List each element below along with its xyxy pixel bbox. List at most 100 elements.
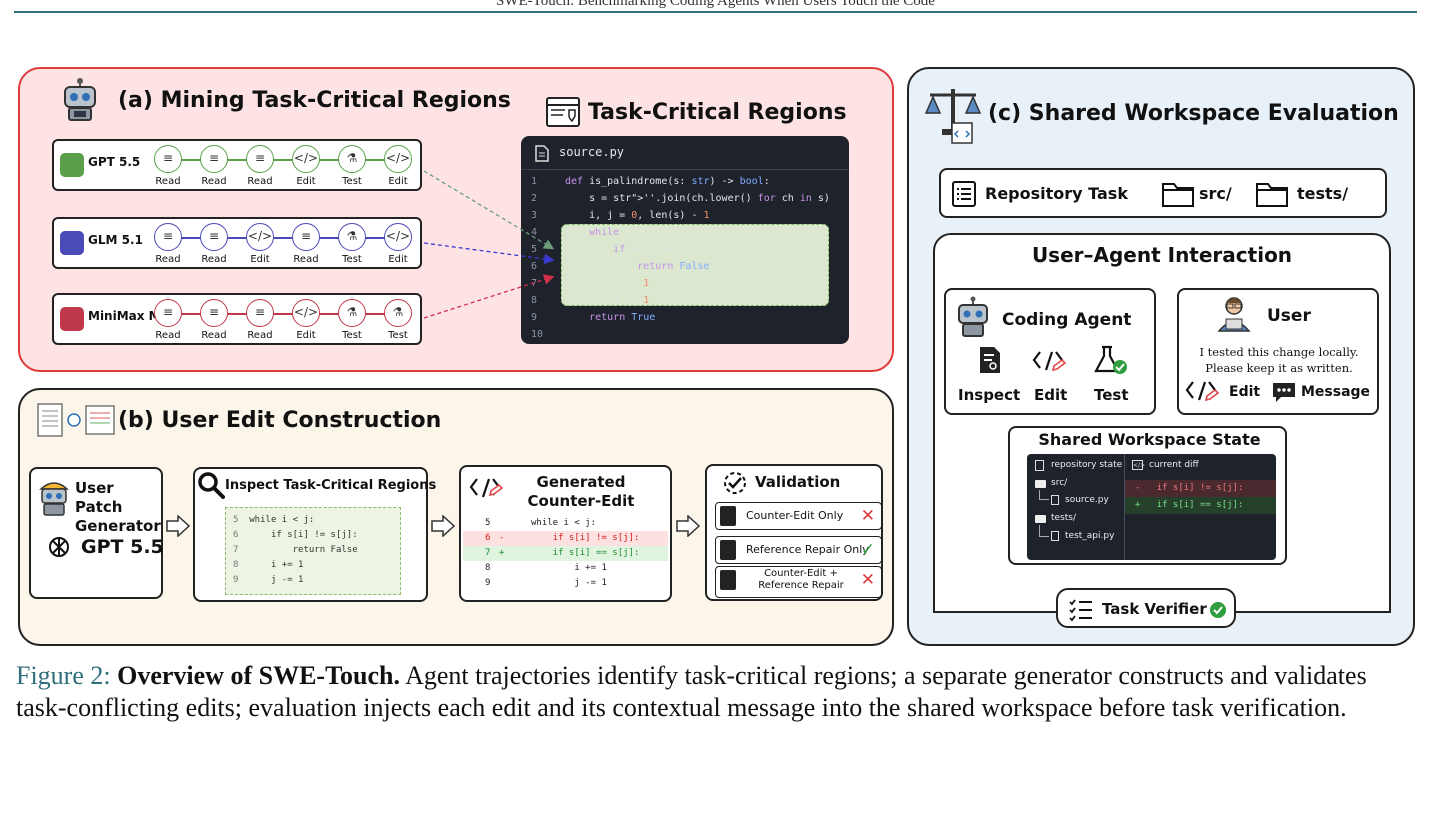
- workspace-dark-view: repository state src/ source.py tests/ t…: [1027, 454, 1276, 560]
- step-read-icon: ≡: [246, 145, 274, 173]
- step-label: Test: [342, 254, 362, 265]
- step-test-icon: ⚗: [384, 299, 412, 327]
- tree-header: repository state: [1051, 460, 1123, 470]
- user-title: User: [1267, 306, 1311, 326]
- counter-line-row: 9 j -= 1: [463, 576, 668, 591]
- folder-icon-tests: [1035, 515, 1046, 523]
- step-edit-icon: </>: [384, 145, 412, 173]
- folder-src-icon: [1162, 183, 1194, 207]
- trajectory-line: [168, 237, 398, 239]
- step-label: Read: [293, 254, 319, 265]
- flow-arrow-3: [676, 515, 700, 537]
- model-logo-icon: [60, 153, 84, 177]
- step-label: Test: [342, 330, 362, 341]
- step-edit-icon: </>: [246, 223, 274, 251]
- user-action-edit: Edit: [1229, 384, 1261, 400]
- trajectory-line: [168, 313, 398, 315]
- validation-label: Counter-Edit + Reference Repair: [758, 568, 844, 591]
- message-bubble-icon: [1273, 383, 1295, 402]
- line-number: 8: [485, 563, 491, 573]
- checklist-icon: [1069, 599, 1092, 622]
- flow-arrow-1: [166, 515, 190, 537]
- validation-result-icon: ✓: [860, 540, 875, 560]
- step-label: Read: [155, 176, 181, 187]
- model-logo-icon: [60, 307, 84, 331]
- diff-marker: -: [499, 533, 505, 543]
- step-label: Read: [247, 330, 273, 341]
- line-text: return True: [589, 312, 656, 323]
- line-number: 6: [233, 530, 250, 540]
- inspect-title: Inspect Task-Critical Regions: [225, 478, 437, 493]
- inspect-line: 6 if s[i] != s[j]:: [233, 530, 358, 540]
- source-code-header: source.py: [521, 136, 849, 170]
- shared-workspace-box: Shared Workspace State repository state …: [1008, 426, 1287, 565]
- code-line: 2 s = str">''.join(ch.lower() for ch in …: [531, 193, 830, 204]
- task-critical-highlight: [561, 224, 829, 306]
- coding-agent-title: Coding Agent: [1002, 310, 1132, 330]
- step-test-icon: ⚗: [338, 299, 366, 327]
- validation-row: Counter-Edit Only✕: [715, 502, 882, 530]
- line-text: if s[i] != s[j]:: [249, 530, 358, 540]
- test-flask-icon: [1094, 345, 1127, 374]
- validation-label: Reference Repair Only: [746, 543, 869, 556]
- diff-del-row: [1125, 480, 1276, 497]
- trajectory-3: MiniMax M2.7≡Read≡Read≡Read</>Edit⚗Test⚗…: [52, 293, 422, 345]
- step-read-icon: ≡: [200, 223, 228, 251]
- tree-source-py: source.py: [1065, 495, 1109, 505]
- user-action-message: Message: [1301, 384, 1371, 400]
- inspect-line: 8 i += 1: [233, 560, 303, 570]
- inspect-code: [225, 507, 401, 595]
- figure-caption: Figure 2: Overview of SWE-Touch. Agent t…: [16, 660, 1421, 724]
- validation-label: Counter-Edit Only: [746, 509, 844, 522]
- tree-divider: [1124, 454, 1125, 560]
- generator-title: User Patch Generator: [75, 479, 161, 535]
- line-number: 9: [233, 575, 250, 585]
- step-label: Read: [201, 254, 227, 265]
- magnifier-icon: [198, 472, 225, 499]
- line-number: 5: [531, 244, 538, 255]
- inspect-doc-icon: [980, 347, 1000, 373]
- line-text: while i < j:: [589, 227, 662, 238]
- doc-x-icon: [720, 506, 736, 526]
- validation-row: Counter-Edit + Reference Repair✕: [715, 566, 882, 598]
- folder-tests-icon: [1256, 183, 1288, 207]
- line-text: i += 1: [565, 278, 650, 289]
- tree-src: src/: [1051, 478, 1068, 488]
- trajectory-1: GPT 5.5≡Read≡Read≡Read</>Edit⚗Test</>Edi…: [52, 139, 422, 191]
- validation-title: Validation: [755, 473, 841, 491]
- doc-x-icon: [720, 540, 736, 560]
- code-line: 3 i, j = 0, len(s) - 1: [531, 210, 710, 221]
- step-edit-icon: </>: [292, 145, 320, 173]
- folder-src-label: src/: [1199, 184, 1232, 203]
- file-icon: [535, 145, 549, 162]
- source-filename: source.py: [559, 145, 625, 159]
- diff-header: current diff: [1149, 460, 1199, 470]
- code-window-icon: [546, 97, 580, 127]
- diff-marker: +: [499, 548, 505, 558]
- tree-test-api: test_api.py: [1065, 531, 1115, 541]
- line-text: s = str">''.join(ch.lower() for ch in s): [565, 193, 830, 204]
- running-title: SWE-Touch: Benchmarking Coding Agents Wh…: [496, 0, 935, 9]
- verified-check-icon: [1210, 602, 1226, 618]
- doc-x-icon: [720, 570, 736, 590]
- step-label: Test: [388, 330, 408, 341]
- step-test-icon: ⚗: [338, 223, 366, 251]
- line-text: j -= 1: [565, 295, 650, 306]
- code-line: 10: [531, 329, 565, 340]
- tree-tests: tests/: [1051, 513, 1077, 523]
- worker-robot-icon: [39, 482, 69, 516]
- step-edit-icon: </>: [384, 223, 412, 251]
- line-number: 8: [233, 560, 250, 570]
- counter-title: Generated Counter-Edit: [527, 473, 635, 510]
- step-label: Edit: [388, 176, 408, 187]
- validation-box: Validation Counter-Edit Only✕ Reference R…: [705, 464, 883, 601]
- diff-add-line: + if s[i] == s[j]:: [1135, 500, 1244, 510]
- user-box: User I tested this change locally. Pleas…: [1177, 288, 1379, 415]
- line-text: if s[i] == s[j]:: [531, 548, 640, 558]
- trajectory-line: [168, 159, 398, 161]
- step-read-icon: ≡: [154, 223, 182, 251]
- code-edit-icon: [469, 478, 503, 498]
- caption-bold: Overview of SWE-Touch.: [117, 661, 400, 690]
- code-line: 9 return True: [531, 312, 655, 323]
